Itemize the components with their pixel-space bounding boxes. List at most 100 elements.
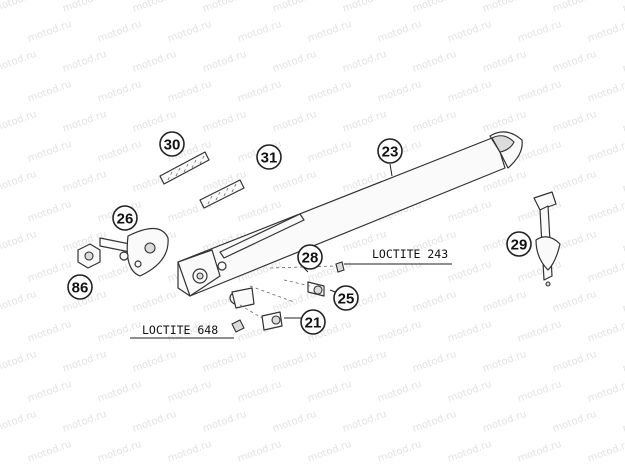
watermark-text: motod.ru: [586, 19, 625, 45]
loctite-648-label-group: LOCTITE 648: [130, 323, 234, 339]
watermark-text: motod.ru: [551, 409, 598, 435]
watermark-text: motod.ru: [621, 169, 625, 195]
watermark-text: motod.ru: [341, 0, 388, 15]
watermark-text: motod.ru: [236, 199, 283, 225]
watermark-text: motod.ru: [586, 259, 625, 285]
loctite-648-label: LOCTITE 648: [142, 323, 218, 337]
watermark-text: motod.ru: [481, 409, 528, 435]
watermark-text: motod.ru: [376, 439, 423, 465]
watermark-text: motod.ru: [96, 139, 143, 165]
svg-text:25: 25: [338, 291, 355, 308]
watermark-text: motod.ru: [0, 349, 38, 375]
watermark-text: motod.ru: [0, 0, 38, 15]
watermark-text: motod.ru: [96, 79, 143, 105]
watermark-text: motod.ru: [201, 109, 248, 135]
watermark-text: motod.ru: [586, 139, 625, 165]
watermark-text: motod.ru: [341, 409, 388, 435]
nut-86: [77, 243, 101, 269]
watermark-text: motod.ru: [551, 349, 598, 375]
watermark-text: motod.ru: [201, 409, 248, 435]
spring-31: [199, 179, 245, 209]
watermark-text: motod.ru: [26, 19, 73, 45]
watermark-text: motod.ru: [236, 19, 283, 45]
watermark-text: motod.ru: [271, 109, 318, 135]
loctite-243-label: LOCTITE 243: [372, 247, 448, 261]
watermark-text: motod.ru: [621, 229, 625, 255]
watermark-text: motod.ru: [376, 379, 423, 405]
watermark-text: motod.ru: [341, 109, 388, 135]
watermark-text: motod.ru: [306, 379, 353, 405]
watermark-text: motod.ru: [411, 0, 458, 15]
watermark-text: motod.ru: [236, 379, 283, 405]
watermark-text: motod.ru: [516, 319, 563, 345]
retaining-pin-29: [533, 191, 561, 287]
watermark-text: motod.ru: [26, 439, 73, 465]
watermark-text: motod.ru: [201, 349, 248, 375]
svg-text:31: 31: [261, 150, 278, 167]
watermark-text: motod.ru: [306, 139, 353, 165]
callout-30: 30: [159, 131, 185, 157]
watermark-text: motod.ru: [96, 319, 143, 345]
watermark-text: motod.ru: [26, 199, 73, 225]
watermark-text: motod.ru: [271, 409, 318, 435]
watermark-text: motod.ru: [446, 319, 493, 345]
watermark-text: motod.ru: [0, 49, 38, 75]
watermark-text: motod.ru: [61, 0, 108, 15]
watermark-text: motod.ru: [0, 169, 38, 195]
watermark-text: motod.ru: [236, 439, 283, 465]
watermark-text: motod.ru: [61, 169, 108, 195]
watermark-text: motod.ru: [376, 79, 423, 105]
watermark-text: motod.ru: [621, 49, 625, 75]
watermark-text: motod.ru: [271, 49, 318, 75]
watermark-text: motod.ru: [271, 349, 318, 375]
watermark-text: motod.ru: [516, 379, 563, 405]
svg-text:23: 23: [382, 144, 399, 161]
watermark-text: motod.ru: [516, 139, 563, 165]
watermark-text: motod.ru: [586, 199, 625, 225]
watermark-text: motod.ru: [446, 79, 493, 105]
watermark-text: motod.ru: [621, 349, 625, 375]
watermark-text: motod.ru: [446, 379, 493, 405]
watermark-text: motod.ru: [96, 439, 143, 465]
watermark-text: motod.ru: [0, 289, 38, 315]
watermark-text: motod.ru: [166, 79, 213, 105]
watermark-text: motod.ru: [376, 259, 423, 285]
watermark-text: motod.ru: [516, 259, 563, 285]
watermark-text: motod.ru: [131, 109, 178, 135]
watermark-text: motod.ru: [61, 349, 108, 375]
watermark-text: motod.ru: [481, 289, 528, 315]
watermark-text: motod.ru: [26, 319, 73, 345]
watermark-text: motod.ru: [61, 409, 108, 435]
watermark-text: motod.ru: [0, 409, 38, 435]
watermark-text: motod.ru: [551, 0, 598, 15]
watermark-text: motod.ru: [621, 289, 625, 315]
callout-86: 86: [67, 274, 93, 300]
watermark-text: motod.ru: [446, 439, 493, 465]
watermark-text: motod.ru: [166, 439, 213, 465]
watermark-text: motod.ru: [411, 349, 458, 375]
watermark-text: motod.ru: [481, 349, 528, 375]
watermark-text: motod.ru: [166, 379, 213, 405]
watermark-text: motod.ru: [166, 19, 213, 45]
svg-text:28: 28: [302, 250, 319, 267]
watermark-text: motod.ru: [306, 19, 353, 45]
watermark-text: motod.ru: [516, 439, 563, 465]
watermark-text: motod.ru: [131, 0, 178, 15]
svg-text:21: 21: [305, 315, 322, 332]
bolt-25: [269, 261, 345, 297]
watermark-text: motod.ru: [621, 109, 625, 135]
watermark-text: motod.ru: [411, 49, 458, 75]
watermark-text: motod.ru: [551, 109, 598, 135]
watermark-text: motod.ru: [271, 169, 318, 195]
svg-text:86: 86: [72, 280, 89, 297]
callout-29: 29: [506, 231, 532, 257]
watermark-text: motod.ru: [306, 439, 353, 465]
watermark-text: motod.ru: [446, 19, 493, 45]
watermark-text: motod.ru: [446, 259, 493, 285]
watermark-text: motod.ru: [411, 289, 458, 315]
watermark-text: motod.ru: [201, 0, 248, 15]
watermark-text: motod.ru: [26, 79, 73, 105]
watermark-text: motod.ru: [61, 49, 108, 75]
side-stand-leg: [177, 131, 523, 297]
